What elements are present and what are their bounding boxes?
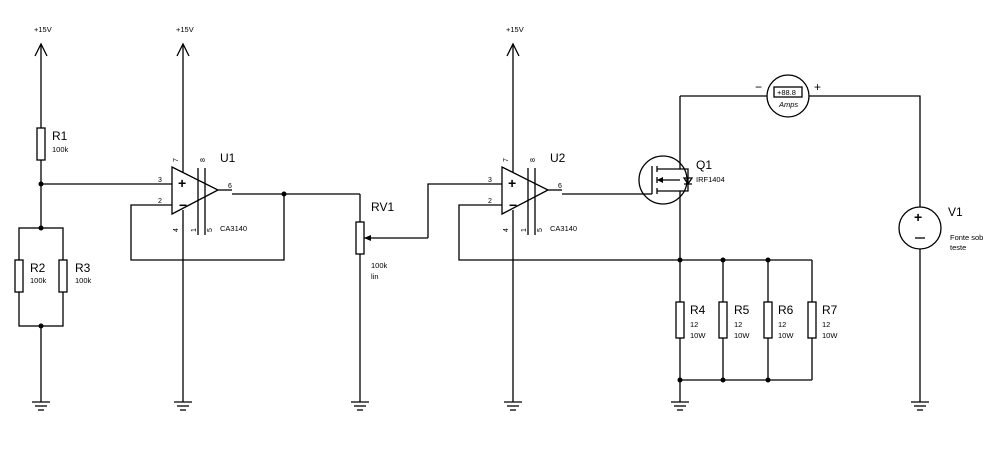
mosfet-q1: Q1 IRF1404: [638, 96, 725, 260]
svg-text:1: 1: [191, 228, 198, 232]
v1-line1: Fonte sob: [950, 233, 983, 242]
r4-value: 12: [690, 320, 698, 329]
resistor-r3: R3 100k: [58, 259, 92, 293]
svg-text:2: 2: [488, 198, 492, 205]
r5-name: R5: [734, 303, 750, 317]
u1-part: CA3140: [220, 224, 247, 233]
r3-value: 100k: [75, 276, 92, 285]
ammeter-unit: Amps: [778, 100, 798, 109]
svg-text:−: −: [179, 197, 187, 213]
ammeter-minus: −: [755, 80, 762, 94]
svg-text:+: +: [508, 175, 516, 191]
svg-text:5: 5: [537, 228, 544, 232]
supply-vcc1: +15V: [34, 25, 52, 128]
r6-name: R6: [778, 303, 794, 317]
ammeter: +88.8 Amps − +: [755, 74, 821, 118]
svg-text:3: 3: [488, 177, 492, 184]
voltage-source-v1: + V1 Fonte sob teste: [898, 205, 983, 252]
ammeter-plus: +: [814, 80, 821, 94]
svg-text:8: 8: [530, 158, 537, 162]
svg-text:+: +: [914, 209, 922, 225]
svg-text:2: 2: [158, 198, 162, 205]
r7-name: R7: [822, 303, 838, 317]
svg-text:4: 4: [503, 228, 510, 232]
resistor-r5: R5 12 10W: [718, 301, 750, 340]
resistor-r6: R6 12 10W: [763, 301, 794, 340]
potentiometer-rv1: RV1 100k lin: [355, 194, 428, 402]
svg-text:3: 3: [158, 177, 162, 184]
ammeter-display: +88.8: [777, 88, 796, 97]
r4-power: 10W: [690, 331, 706, 340]
svg-text:7: 7: [503, 158, 510, 162]
svg-text:6: 6: [558, 183, 562, 190]
resistor-r7: R7 12 10W: [807, 301, 838, 340]
u1-name: U1: [220, 151, 236, 165]
svg-text:6: 6: [228, 183, 232, 190]
q1-part: IRF1404: [696, 175, 725, 184]
opamp-u2: + − U2 CA3140 3 2 6 7 8 4 1 5: [488, 151, 577, 235]
svg-text:−: −: [509, 197, 517, 213]
supply-vcc1-label: +15V: [34, 25, 52, 34]
r6-value: 12: [778, 320, 786, 329]
v1-line2: teste: [950, 243, 966, 252]
ground-icon: [351, 401, 369, 411]
u2-name: U2: [550, 151, 566, 165]
v1-name: V1: [948, 205, 963, 219]
r7-power: 10W: [822, 331, 838, 340]
opamp-u1: + − U1 CA3140 3 2 6 7 8 4 1 5: [158, 151, 247, 235]
ground-icon: [32, 401, 50, 411]
svg-text:5: 5: [207, 228, 214, 232]
r2-value: 100k: [30, 276, 47, 285]
r2-name: R2: [30, 261, 46, 275]
r1-value: 100k: [52, 145, 69, 154]
rv1-name: RV1: [371, 200, 394, 214]
r5-power: 10W: [734, 331, 750, 340]
svg-text:7: 7: [173, 158, 180, 162]
ground-icon: [174, 401, 192, 411]
r6-power: 10W: [778, 331, 794, 340]
svg-text:1: 1: [521, 228, 528, 232]
resistor-r1: R1 100k: [36, 127, 69, 161]
supply-vcc3-label: +15V: [506, 25, 524, 34]
resistor-r2: R2 100k: [14, 259, 47, 293]
rv1-value: 100k: [371, 261, 388, 270]
svg-text:4: 4: [173, 228, 180, 232]
rv1-taper: lin: [371, 272, 379, 281]
supply-vcc2-label: +15V: [176, 25, 194, 34]
q1-name: Q1: [696, 158, 712, 172]
u2-part: CA3140: [550, 224, 577, 233]
r3-name: R3: [75, 261, 91, 275]
ground-icon: [911, 401, 929, 411]
r1-name: R1: [52, 129, 68, 143]
supply-vcc2: +15V: [176, 25, 194, 172]
ground-icon: [504, 401, 522, 411]
resistor-r4: R4 12 10W: [675, 301, 706, 340]
supply-vcc3: +15V: [506, 25, 524, 172]
r5-value: 12: [734, 320, 742, 329]
svg-text:+: +: [178, 175, 186, 191]
r7-value: 12: [822, 320, 830, 329]
ground-icon: [671, 401, 689, 411]
r4-name: R4: [690, 303, 706, 317]
svg-text:8: 8: [200, 158, 207, 162]
